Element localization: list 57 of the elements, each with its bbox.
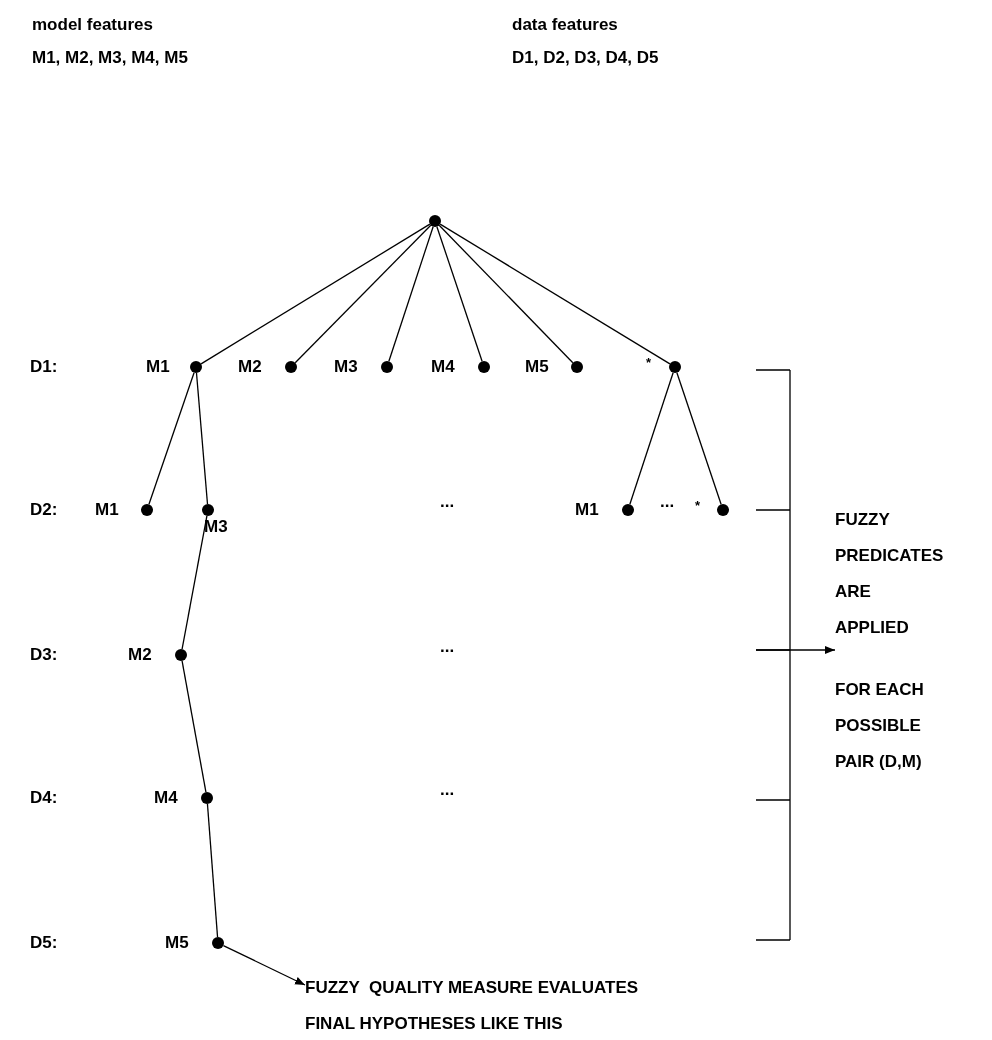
header-text: data features [512,15,618,35]
row-label: D4: [30,788,58,808]
node-dot [478,361,490,373]
row-label: ... [440,780,455,800]
connector-line [200,223,431,365]
row-label: D1: [30,357,58,377]
connector-line [181,515,208,650]
connector-line [676,372,722,505]
feature-label: M4 [431,357,455,377]
note-text: FOR EACH POSSIBLE PAIR (D,M) [835,679,925,773]
node-dot [175,649,187,661]
row-label: ... [660,492,675,512]
node-dot [381,361,393,373]
connector-line [629,372,674,505]
connector-line [181,660,207,793]
feature-label: M1 [95,500,119,520]
node-dot [201,792,213,804]
node-dot [717,504,729,516]
feature-label: M3 [204,517,228,537]
node-dot [571,361,583,373]
feature-label: M2 [238,357,262,377]
note-text: FUZZY PREDICATES ARE APPLIED [835,509,945,639]
header-text: D1, D2, D3, D4, D5 [512,48,659,68]
connector-line [294,224,432,364]
feature-label: M2 [128,645,152,665]
node-dot [202,504,214,516]
connector-line [436,226,483,362]
row-label: D3: [30,645,58,665]
feature-label: * [646,354,652,372]
connector-line [439,223,671,365]
feature-label: M5 [525,357,549,377]
row-label: ... [440,637,455,657]
arrow [222,944,306,986]
connector-line [195,372,209,505]
node-dot [141,504,153,516]
feature-label: M1 [146,357,170,377]
note-text: FUZZY QUALITY MEASURE EVALUATES FINAL HYPOTHESES LIKE THIS [305,977,640,1035]
row-label: D5: [30,933,58,953]
feature-label: M3 [334,357,358,377]
node-dot [622,504,634,516]
node-dot [285,361,297,373]
header-text: M1, M2, M3, M4, M5 [32,48,188,68]
connector-line [148,372,195,505]
feature-label: M5 [165,933,189,953]
node-dot [429,215,441,227]
row-label: D2: [30,500,58,520]
node-dot [190,361,202,373]
header-text: model features [32,15,153,35]
node-dot [212,937,224,949]
feature-label: M4 [154,788,178,808]
row-label: ... [440,492,455,512]
feature-label: * [695,497,701,515]
connector-line [388,226,434,362]
feature-label: M1 [575,500,599,520]
connector-line [206,803,219,938]
node-dot [669,361,681,373]
connector-line [438,224,574,364]
